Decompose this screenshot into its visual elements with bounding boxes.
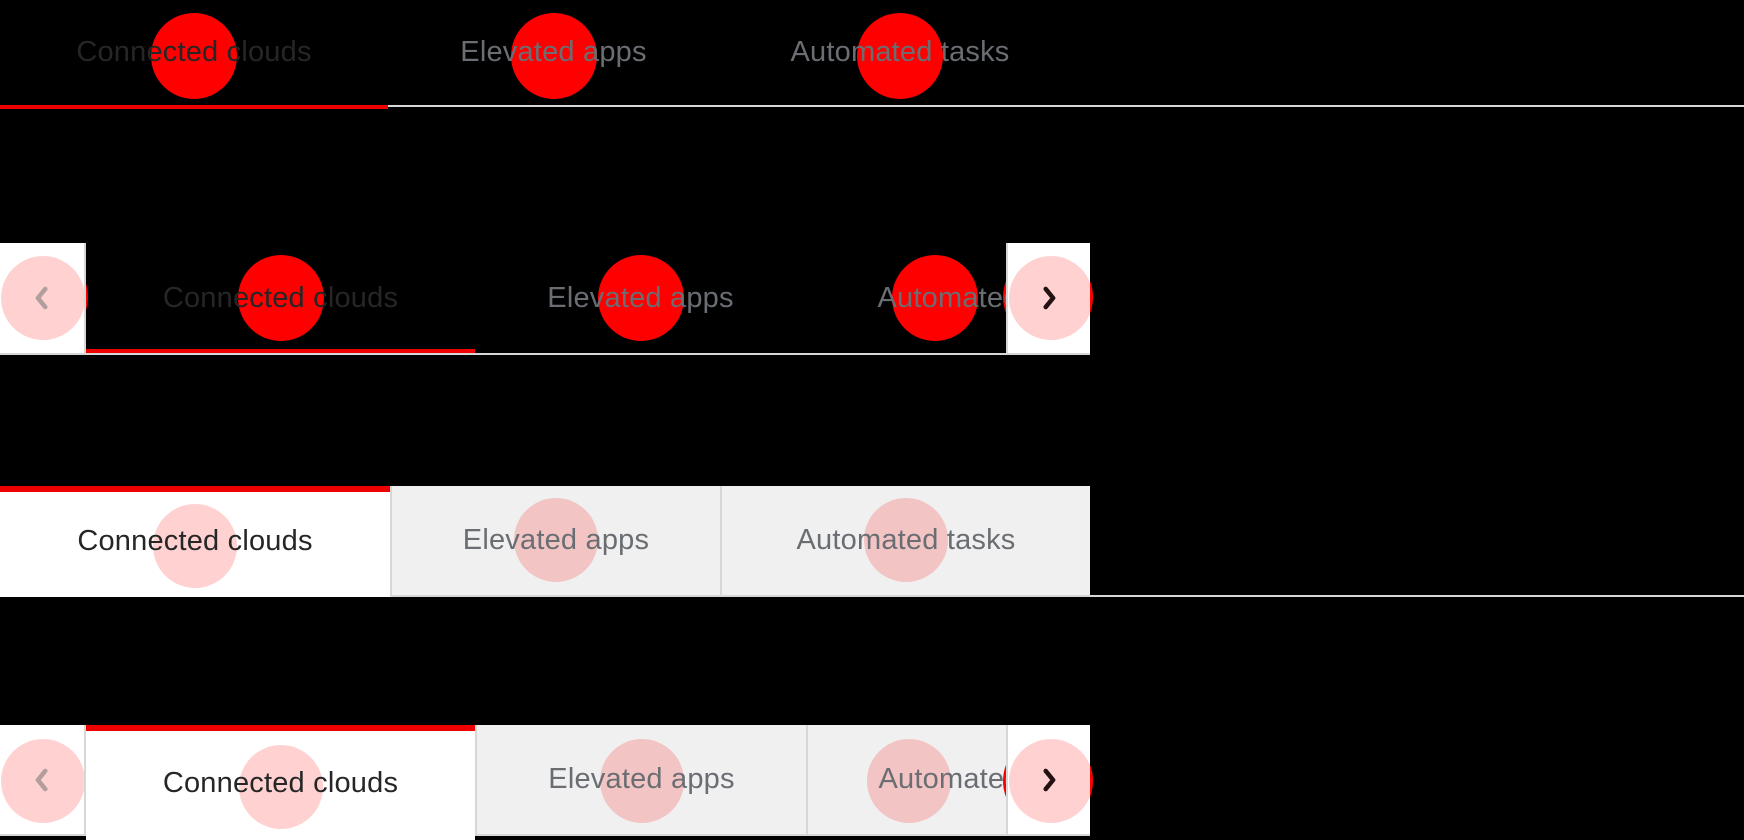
tabs-bottom-border xyxy=(0,105,1744,107)
pointer-indicator-dot xyxy=(237,255,324,341)
angle-right-icon xyxy=(1043,286,1056,310)
pointer-indicator-dot xyxy=(857,13,943,99)
pointer-indicator-dot xyxy=(151,13,237,99)
scroll-right-button-wrap xyxy=(1003,243,1093,355)
scroll-right-button-wrap xyxy=(1003,725,1093,836)
angle-left-icon xyxy=(35,768,48,791)
scroll-right-button[interactable] xyxy=(1006,243,1090,355)
pointer-indicator-dot xyxy=(867,739,951,823)
tab-elevated-apps[interactable]: Elevated apps xyxy=(475,725,806,836)
scroll-right-button[interactable] xyxy=(1006,725,1090,836)
tab-elevated-apps[interactable]: Elevated apps xyxy=(475,243,806,353)
scroll-left-button[interactable] xyxy=(0,243,86,355)
tab-label: Connected clouds xyxy=(162,281,399,314)
tabs-underline-row: Connected clouds Elevated apps Automated… xyxy=(0,0,1744,109)
angle-left-icon xyxy=(35,286,48,310)
pointer-indicator-dot xyxy=(597,255,684,341)
tab-elevated-apps[interactable]: Elevated apps xyxy=(390,486,720,597)
active-tab-underline xyxy=(0,105,388,109)
tab-automated-tasks-truncated[interactable]: Automated tasks xyxy=(806,243,1006,353)
tab-label: Automated tasks xyxy=(878,763,1007,795)
tab-connected-clouds[interactable]: Connected clouds xyxy=(86,725,475,840)
tab-label: Elevated apps xyxy=(462,524,650,556)
tab-label: Automated tasks xyxy=(796,524,1016,556)
pointer-indicator-dot xyxy=(238,745,323,829)
active-tab-underline xyxy=(86,349,475,353)
pointer-indicator-dot xyxy=(153,504,237,588)
pointer-indicator-dot xyxy=(510,13,597,99)
angle-right-icon xyxy=(1043,768,1056,791)
tab-label: Elevated apps xyxy=(547,281,734,314)
button-hover-dot xyxy=(1009,256,1090,340)
tabs-scroll-viewport: Connected clouds Elevated apps Automated… xyxy=(86,243,1006,355)
tab-label: Automated tasks xyxy=(877,281,1007,314)
tab-label: Elevated apps xyxy=(460,36,647,68)
pointer-indicator-dot xyxy=(864,498,948,582)
button-hover-dot xyxy=(1,256,84,340)
scroll-left-button-wrap xyxy=(0,725,88,836)
tab-connected-clouds[interactable]: Connected clouds xyxy=(86,243,475,353)
pointer-indicator-dot xyxy=(599,739,684,823)
tab-label: Connected clouds xyxy=(77,525,313,557)
scroll-left-button-wrap xyxy=(0,243,88,355)
tab-connected-clouds[interactable]: Connected clouds xyxy=(0,0,388,105)
tabs-scroll-viewport: Connected clouds Elevated apps Automated… xyxy=(86,725,1006,840)
tabs-box-overflow-row: Connected clouds Elevated apps Automated… xyxy=(0,725,1093,840)
button-hover-dot xyxy=(1,739,84,823)
tab-label: Connected clouds xyxy=(76,36,312,68)
pointer-indicator-dot xyxy=(892,255,978,341)
tab-label: Connected clouds xyxy=(162,767,399,799)
tabs-box-row: Connected clouds Elevated apps Automated… xyxy=(0,486,1744,597)
tab-elevated-apps[interactable]: Elevated apps xyxy=(388,0,719,105)
tab-automated-tasks[interactable]: Automated tasks xyxy=(720,486,1090,597)
tab-connected-clouds[interactable]: Connected clouds xyxy=(0,486,390,597)
tab-automated-tasks-truncated[interactable]: Automated tasks xyxy=(806,725,1006,836)
tab-automated-tasks[interactable]: Automated tasks xyxy=(719,0,1081,105)
scroll-left-button[interactable] xyxy=(0,725,86,836)
tab-label: Automated tasks xyxy=(790,36,1010,68)
tabs-underline-overflow-row: Connected clouds Elevated apps Automated… xyxy=(0,243,1093,355)
pointer-indicator-dot xyxy=(514,498,598,582)
tab-label: Elevated apps xyxy=(548,763,735,795)
